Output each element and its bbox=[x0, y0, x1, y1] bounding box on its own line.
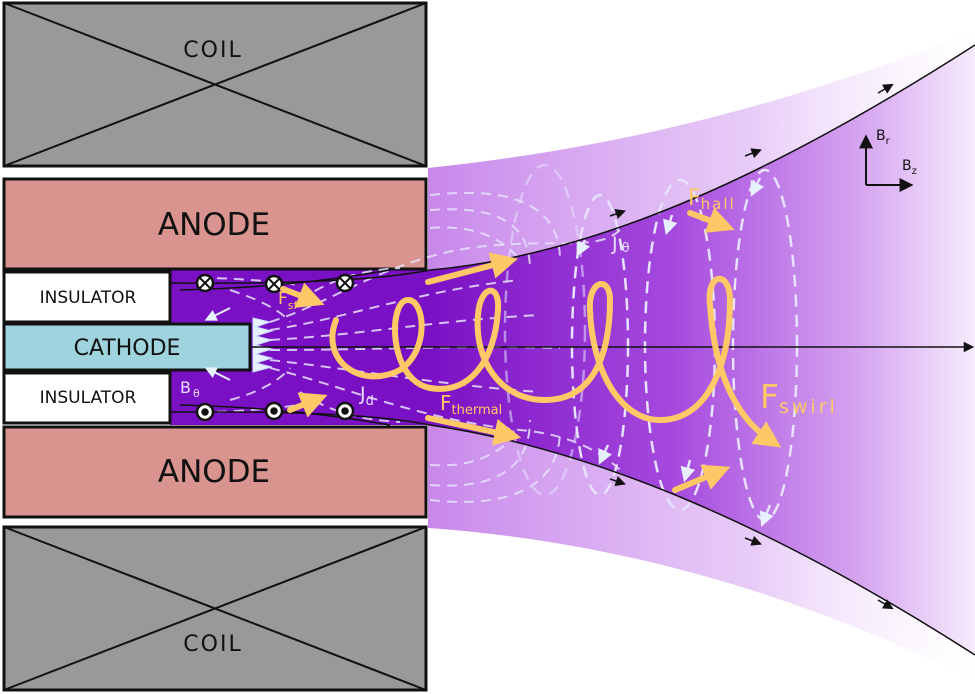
insulator-bottom: INSULATOR bbox=[2, 371, 172, 425]
insulator-top-label: INSULATOR bbox=[40, 288, 137, 308]
f-swirl-label: Fswirl bbox=[760, 377, 838, 418]
coil-top: COIL bbox=[2, 1, 428, 168]
force-arrows bbox=[280, 207, 735, 493]
backflow-arrows bbox=[204, 307, 231, 381]
insulator-bottom-label: INSULATOR bbox=[40, 388, 137, 408]
upper-thrust-arrow bbox=[425, 252, 519, 285]
f-sf-arrow bbox=[280, 282, 325, 308]
dot-symbol bbox=[335, 401, 355, 421]
cross-symbol bbox=[335, 273, 355, 293]
cross-symbol bbox=[195, 273, 215, 293]
f-hall-arrow bbox=[687, 207, 735, 233]
f-sf-label: Fsf bbox=[278, 289, 299, 312]
coil-bottom-label: COIL bbox=[183, 632, 242, 657]
coil-top-label: COIL bbox=[183, 38, 242, 63]
anode-top: ANODE bbox=[2, 177, 428, 271]
b-r-label: Br bbox=[876, 128, 891, 147]
cathode-label: CATHODE bbox=[74, 336, 181, 361]
dot-symbol bbox=[195, 402, 215, 422]
anode-bottom-label: ANODE bbox=[158, 454, 270, 490]
dot-symbol bbox=[264, 401, 284, 421]
swirl-helix bbox=[329, 275, 782, 448]
coordinate-axes bbox=[859, 134, 914, 192]
cathode: CATHODE bbox=[2, 322, 252, 372]
f-thermal-arrow bbox=[425, 415, 522, 446]
f-hall-label: Fhall bbox=[688, 186, 736, 213]
anode-top-label: ANODE bbox=[158, 207, 270, 243]
b-theta-out-of-page-symbols bbox=[195, 401, 355, 422]
j-d-label: Jd bbox=[359, 383, 374, 409]
b-z-label: Bz bbox=[902, 158, 917, 177]
f-sf-arrow-lower bbox=[287, 392, 328, 418]
f-thermal-label: Fthermal bbox=[440, 391, 502, 418]
plasma-plume bbox=[428, 45, 975, 655]
coil-bottom: COIL bbox=[2, 525, 428, 692]
cross-symbol bbox=[264, 274, 284, 294]
b-theta-into-page-symbols bbox=[195, 273, 355, 294]
lower-radial-arrow bbox=[672, 464, 731, 493]
insulator-top: INSULATOR bbox=[2, 270, 172, 324]
anode-bottom: ANODE bbox=[2, 425, 428, 519]
